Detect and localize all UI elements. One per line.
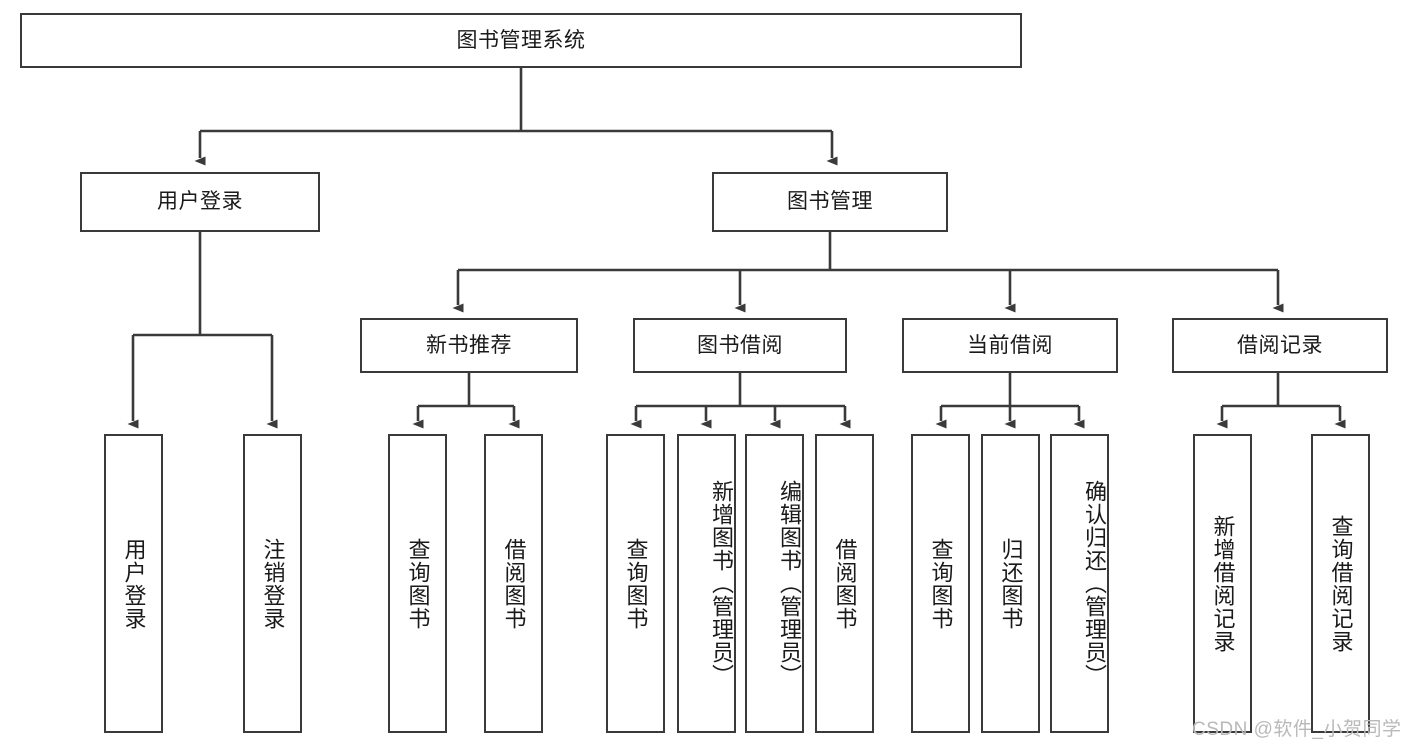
node-leaf-edit-book-admin[interactable]: 编辑图书（管理员） — [745, 434, 804, 733]
node-leaf-add-book-admin[interactable]: 新增图书（管理员） — [677, 434, 736, 733]
node-current-borrow[interactable]: 当前借阅 — [902, 318, 1118, 373]
node-user-login[interactable]: 用户登录 — [80, 172, 320, 232]
node-book-management[interactable]: 图书管理 — [712, 172, 948, 232]
node-label: 确认归还（管理员） — [1082, 480, 1107, 687]
node-new-book-recommend[interactable]: 新书推荐 — [360, 318, 578, 373]
node-label: 新书推荐 — [426, 333, 512, 357]
csdn-watermark: CSDN @软件_小贺同学 — [1192, 719, 1402, 740]
node-label: 用户登录 — [121, 537, 147, 630]
node-leaf-query-book-borrow[interactable]: 查询图书 — [606, 434, 665, 733]
node-label: 借阅记录 — [1237, 333, 1323, 357]
node-label: 当前借阅 — [967, 333, 1053, 357]
node-label: 归还图书 — [998, 537, 1024, 630]
node-leaf-query-borrow-record[interactable]: 查询借阅记录 — [1311, 434, 1370, 733]
node-label: 查询图书 — [405, 537, 431, 630]
node-label: 用户登录 — [157, 190, 243, 214]
node-label: 查询借阅记录 — [1328, 514, 1354, 653]
node-borrow-record[interactable]: 借阅记录 — [1172, 318, 1388, 373]
node-label: 新增图书（管理员） — [709, 480, 734, 687]
node-label: 借阅图书 — [832, 537, 858, 630]
node-label: 图书管理系统 — [456, 28, 586, 52]
node-leaf-borrow-book[interactable]: 借阅图书 — [815, 434, 874, 733]
node-label: 新增借阅记录 — [1210, 514, 1236, 653]
node-label: 借阅图书 — [501, 537, 527, 630]
node-label: 图书管理 — [787, 190, 873, 214]
node-label: 注销登录 — [260, 537, 286, 630]
node-leaf-user-login[interactable]: 用户登录 — [104, 434, 163, 733]
node-book-borrow[interactable]: 图书借阅 — [633, 318, 847, 373]
node-leaf-return-book[interactable]: 归还图书 — [981, 434, 1040, 733]
node-leaf-confirm-return-admin[interactable]: 确认归还（管理员） — [1050, 434, 1109, 733]
node-label: 图书借阅 — [697, 333, 783, 357]
node-leaf-logout[interactable]: 注销登录 — [243, 434, 302, 733]
node-leaf-borrow-book-recommend[interactable]: 借阅图书 — [484, 434, 543, 733]
node-leaf-add-borrow-record[interactable]: 新增借阅记录 — [1193, 434, 1252, 733]
node-label: 编辑图书（管理员） — [777, 480, 802, 687]
node-label: 查询图书 — [928, 537, 954, 630]
node-leaf-query-book-recommend[interactable]: 查询图书 — [388, 434, 447, 733]
node-label: 查询图书 — [623, 537, 649, 630]
node-root-library-system[interactable]: 图书管理系统 — [20, 13, 1022, 68]
node-leaf-query-book-current[interactable]: 查询图书 — [911, 434, 970, 733]
